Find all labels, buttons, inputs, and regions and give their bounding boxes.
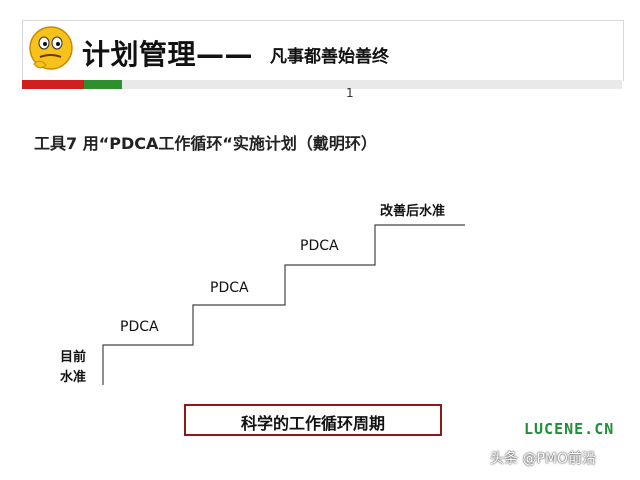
divider-gray [122, 80, 622, 89]
watermark: 头条 @PMO前沿 [490, 451, 596, 467]
smiley-thinking-icon [29, 26, 73, 70]
page-title: 计划管理—— [82, 38, 254, 71]
current-level-label-1: 目前 [60, 350, 87, 365]
pdca-step-1: PDCA [120, 319, 159, 335]
tool-heading: 工具7 用“PDCA工作循环“实施计划（戴明环） [34, 134, 377, 153]
divider-red [22, 80, 84, 89]
page-subtitle: 凡事都善始善终 [270, 47, 389, 67]
cycle-box: 科学的工作循环周期 [184, 404, 442, 436]
current-level-label-2: 水准 [60, 370, 87, 385]
page-number: 1 [346, 86, 354, 100]
pdca-step-3: PDCA [300, 238, 339, 254]
lucene-logo: LUCENE.CN [524, 420, 615, 438]
staircase-line [102, 224, 465, 385]
header-band [22, 20, 624, 81]
pdca-step-2: PDCA [210, 280, 249, 296]
improved-level-label: 改善后水准 [380, 204, 446, 219]
divider-green [84, 80, 122, 89]
cycle-box-text: 科学的工作循环周期 [240, 414, 385, 433]
